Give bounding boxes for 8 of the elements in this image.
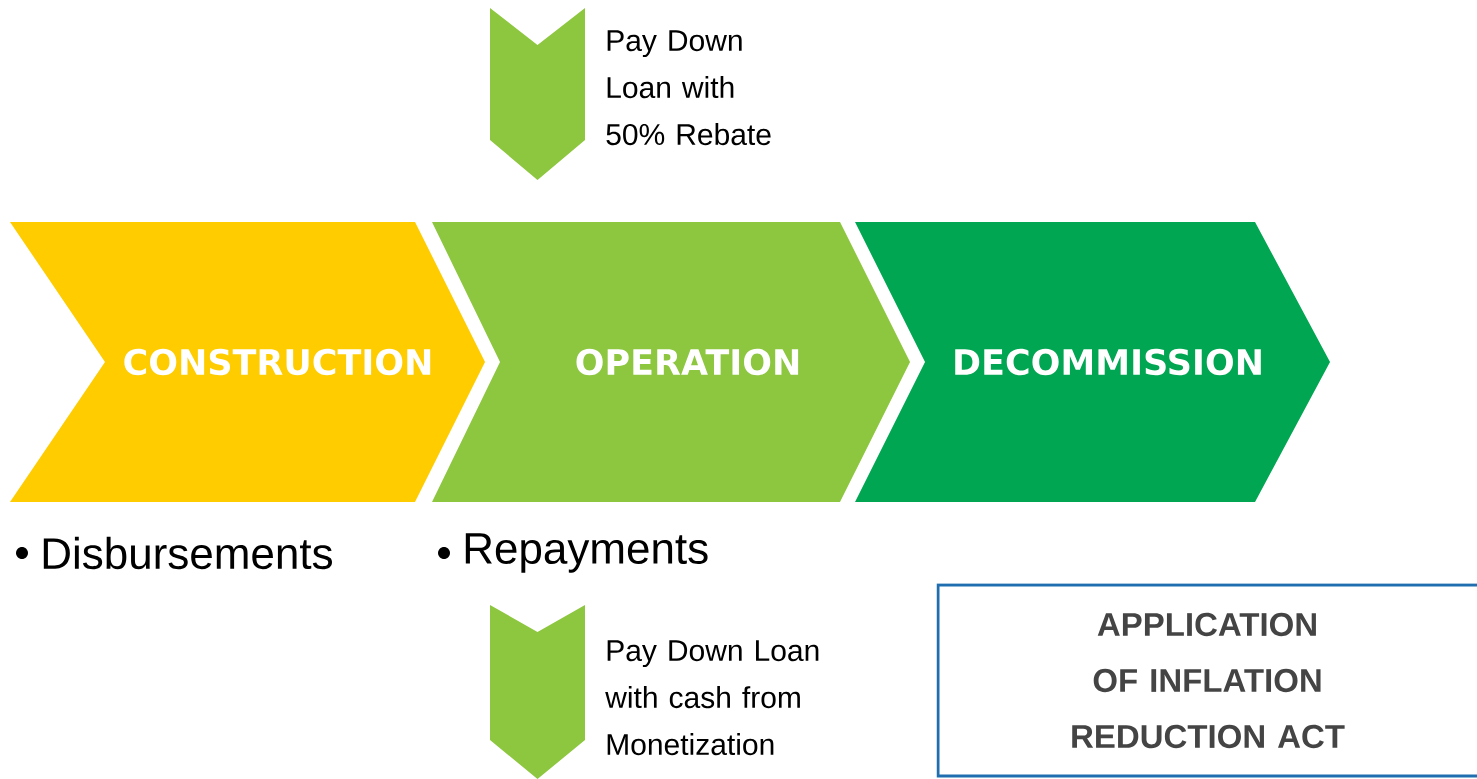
text-box: APPLICATION OF INFLATION REDUCTION ACT [936, 583, 1477, 778]
chevron-step: DECOMMISSION [855, 222, 1330, 502]
chevron-step: OPERATION [432, 222, 910, 502]
chevron-caption: Pay Down Loan with cash from Monetization [605, 640, 819, 756]
bullet-item: Repayments [438, 533, 708, 573]
bullet-item: Disbursements [16, 536, 332, 570]
chevron-step: CONSTRUCTION [10, 222, 485, 502]
chevron-caption: Pay Down Loan with 50% Rebate [606, 30, 771, 146]
